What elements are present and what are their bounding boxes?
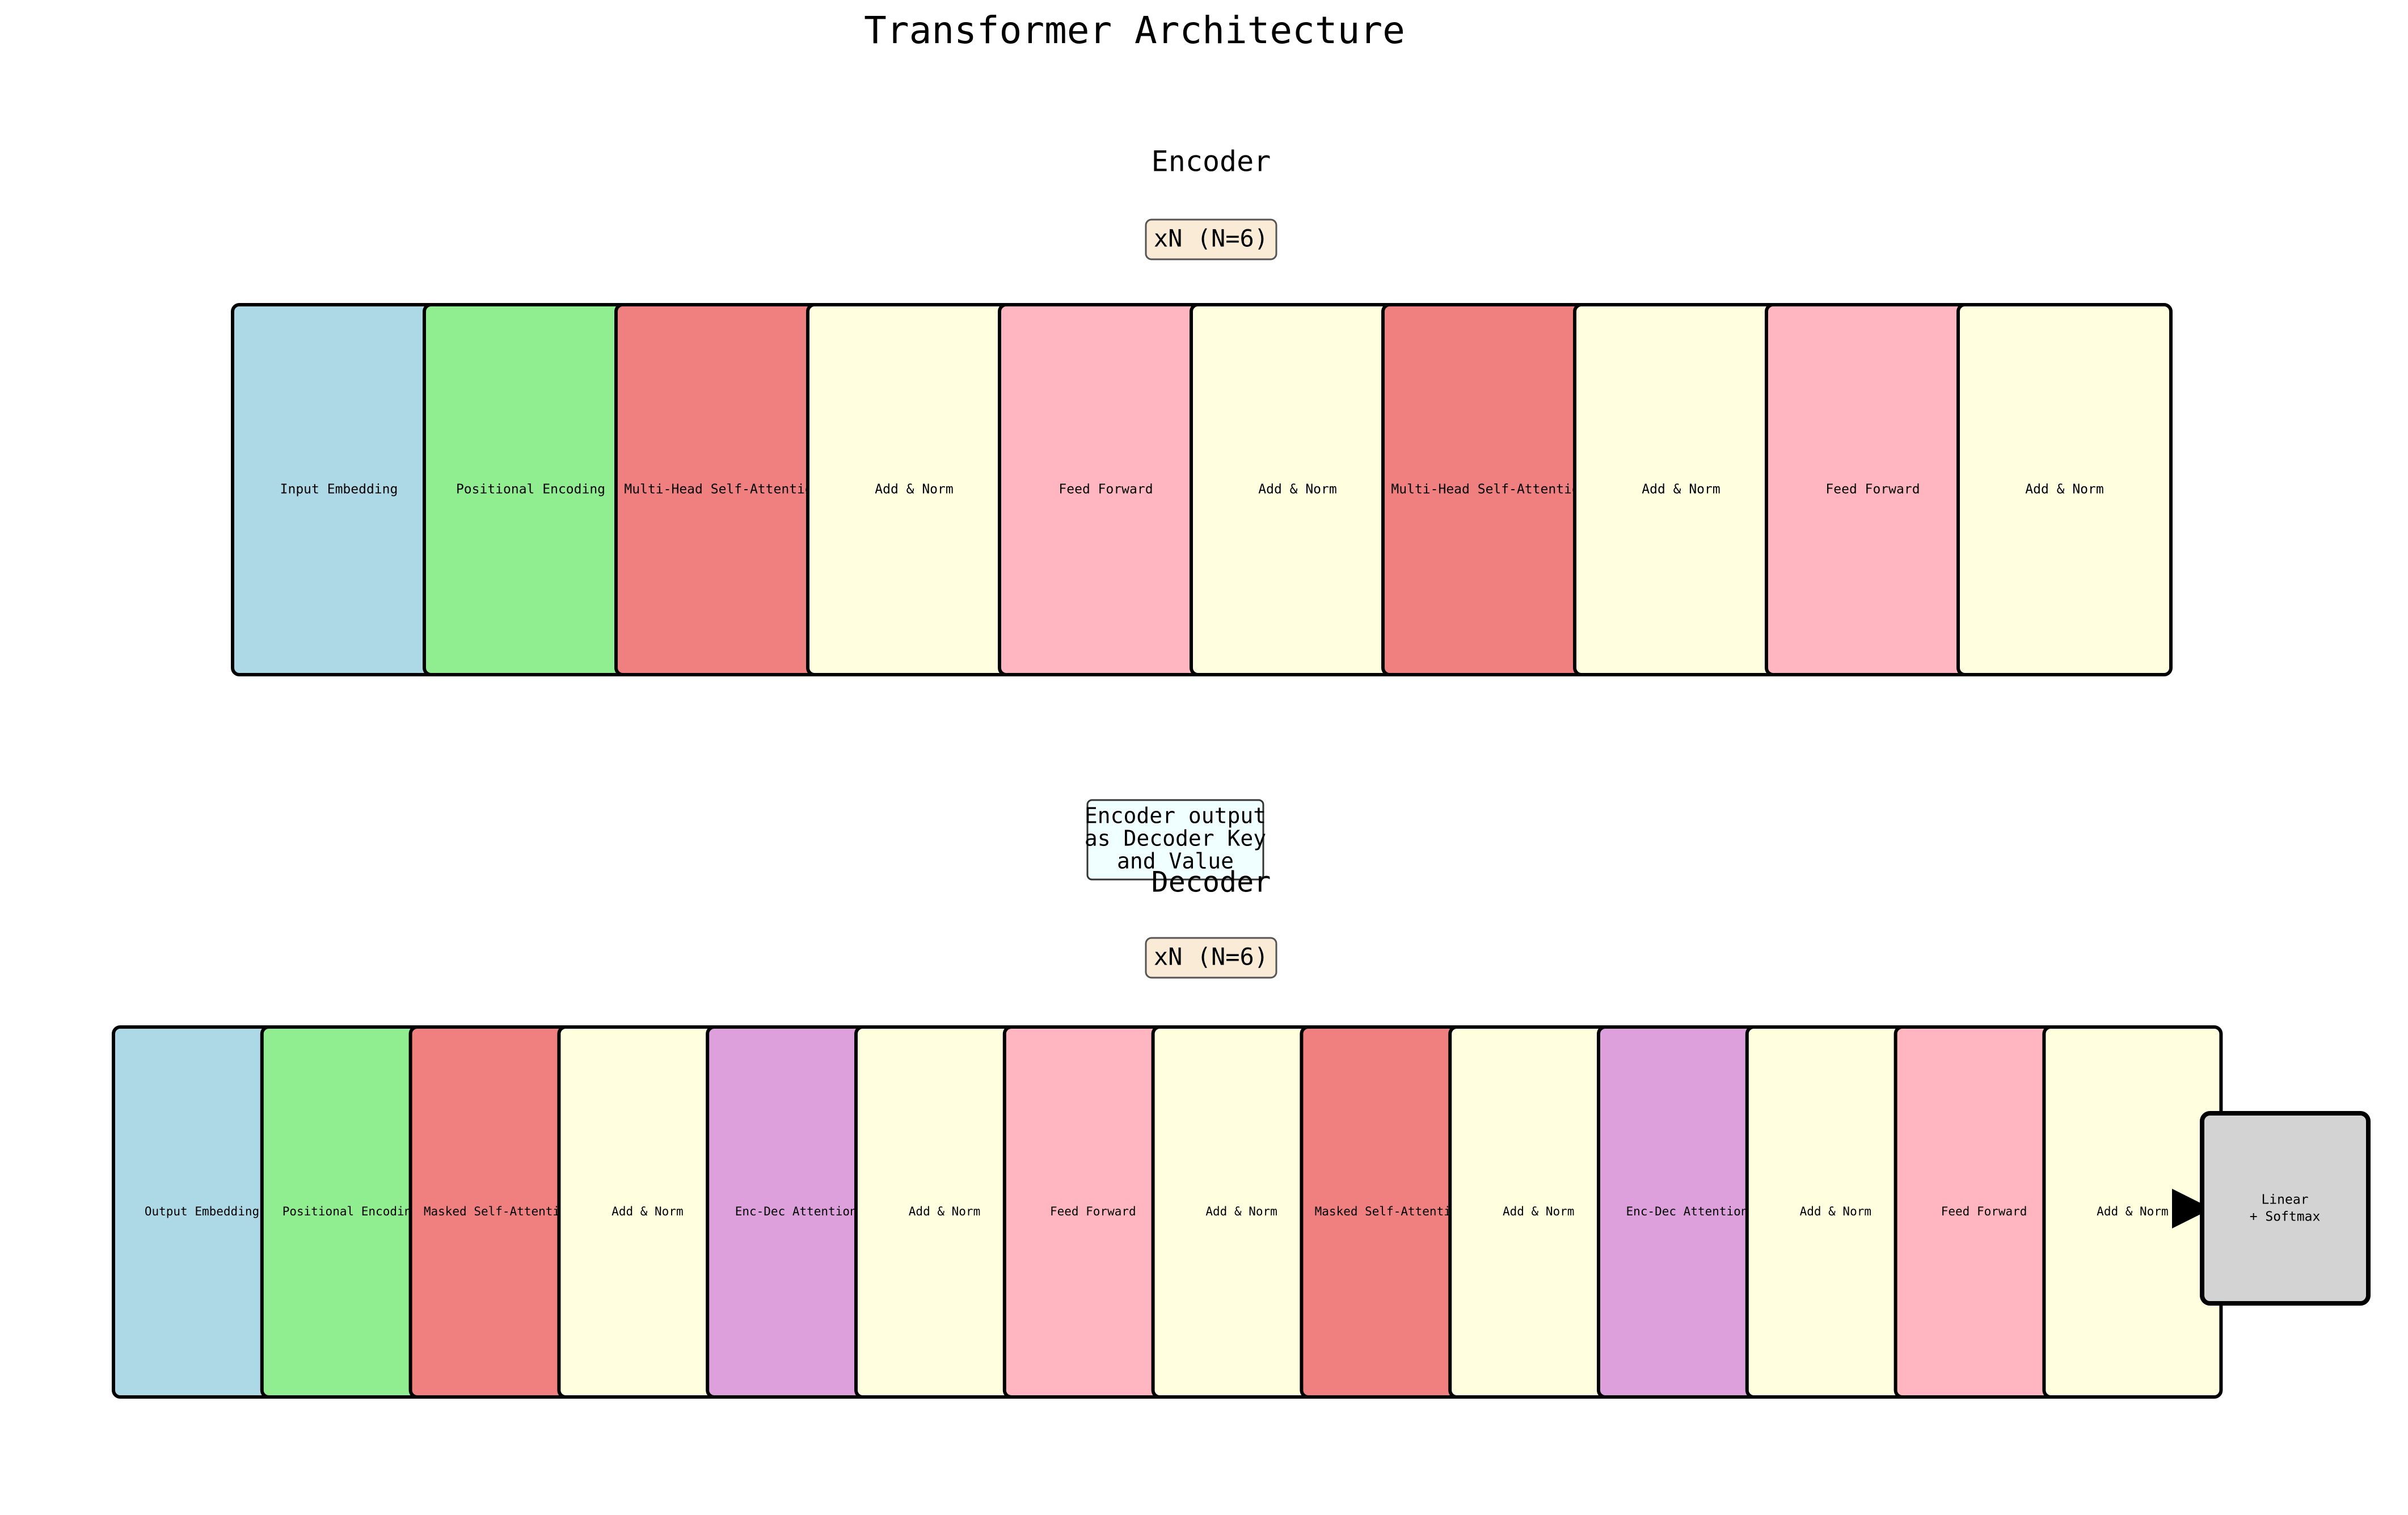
encoder-block-label: Feed Forward [1825,482,1920,497]
decoder-block-label: Masked Self-Attention [424,1205,575,1218]
decoder-block-feed-forward: Feed Forward [1002,1025,1183,1399]
decoder-block-label: Output Embedding [145,1205,259,1218]
encoder-block-add-and-norm: Add & Norm [1956,303,2173,676]
encoder-block-box [1956,303,2173,676]
encoder-block-multi-head-self-attention: Multi-Head Self-Attention [614,303,830,676]
decoder-block-add-and-norm: Add & Norm [854,1025,1035,1399]
decoder-block-enc-dec-attention: Enc-Dec Attention [1597,1025,1777,1399]
note-line-2: as Decoder Key [1085,826,1266,851]
decoder-block-label: Add & Norm [909,1205,980,1218]
encoder-block-label: Input Embedding [280,482,398,497]
decoder-block-add-and-norm: Add & Norm [2042,1025,2223,1399]
linear-softmax-block: Linear + Softmax [2200,1111,2371,1306]
encoder-block-feed-forward: Feed Forward [998,303,1214,676]
encoder-block-multi-head-self-attention: Multi-Head Self-Attention [1381,303,1597,676]
note-line-1: Encoder output [1085,803,1266,828]
encoder-block-add-and-norm: Add & Norm [1190,303,1406,676]
encoder-repeat-text: xN (N=6) [1154,225,1268,253]
decoder-block-output-embedding: Output Embedding [112,1025,292,1399]
decoder-block-label: Feed Forward [1050,1205,1136,1218]
encoder-block-label: Add & Norm [1642,482,1720,497]
decoder-block-label: Positional Encoding [282,1205,419,1218]
encoder-block-positional-encoding: Positional Encoding [423,303,639,676]
encoder-label: Encoder [1152,145,1271,178]
encoder-block-label: Multi-Head Self-Attention [624,482,820,497]
decoder-repeat-text: xN (N=6) [1154,943,1268,971]
decoder-block-feed-forward: Feed Forward [1893,1025,2074,1399]
decoder-block-masked-self-attention: Masked Self-Attention [408,1025,589,1399]
decoder-label: Decoder [1152,866,1271,899]
decoder-block-label: Enc-Dec Attention [735,1205,857,1218]
encoder-block-add-and-norm: Add & Norm [1573,303,1789,676]
decoder-repeat-badge: xN (N=6) [1145,937,1277,979]
encoder-block-input-embedding: Input Embedding [231,303,447,676]
decoder-block-label: Enc-Dec Attention [1626,1205,1748,1218]
encoder-output-note: Encoder output as Decoder Key and Value [1085,799,1266,881]
decoder-stack: Output Embedding Positional Encoding Maske… [112,1025,2223,1399]
encoder-stack: Input Embedding Positional Encoding Multi-… [231,303,2173,676]
decoder-block-label: Masked Self-Attention [1315,1205,1466,1218]
encoder-block-label: Positional Encoding [456,482,605,497]
encoder-block-label: Add & Norm [875,482,953,497]
decoder-block-label: Add & Norm [1205,1205,1277,1218]
decoder-block-label: Add & Norm [612,1205,683,1218]
encoder-block-add-and-norm: Add & Norm [806,303,1022,676]
encoder-block-label: Add & Norm [2025,482,2103,497]
encoder-block-feed-forward: Feed Forward [1765,303,1981,676]
decoder-block-label: Add & Norm [1503,1205,1574,1218]
output-line-1: Linear [2261,1193,2308,1207]
diagram-title: Transformer Architecture [864,9,1405,52]
encoder-block-label: Feed Forward [1058,482,1153,497]
encoder-block-label: Multi-Head Self-Attention [1391,482,1587,497]
note-line-3: and Value [1117,849,1234,874]
decoder-block-enc-dec-attention: Enc-Dec Attention [706,1025,887,1399]
encoder-repeat-badge: xN (N=6) [1145,218,1277,260]
decoder-block-label: Feed Forward [1941,1205,2027,1218]
encoder-block-label: Add & Norm [1258,482,1336,497]
output-line-2: + Softmax [2250,1210,2321,1224]
decoder-block-label: Add & Norm [1800,1205,1871,1218]
decoder-block-label: Add & Norm [2097,1205,2168,1218]
